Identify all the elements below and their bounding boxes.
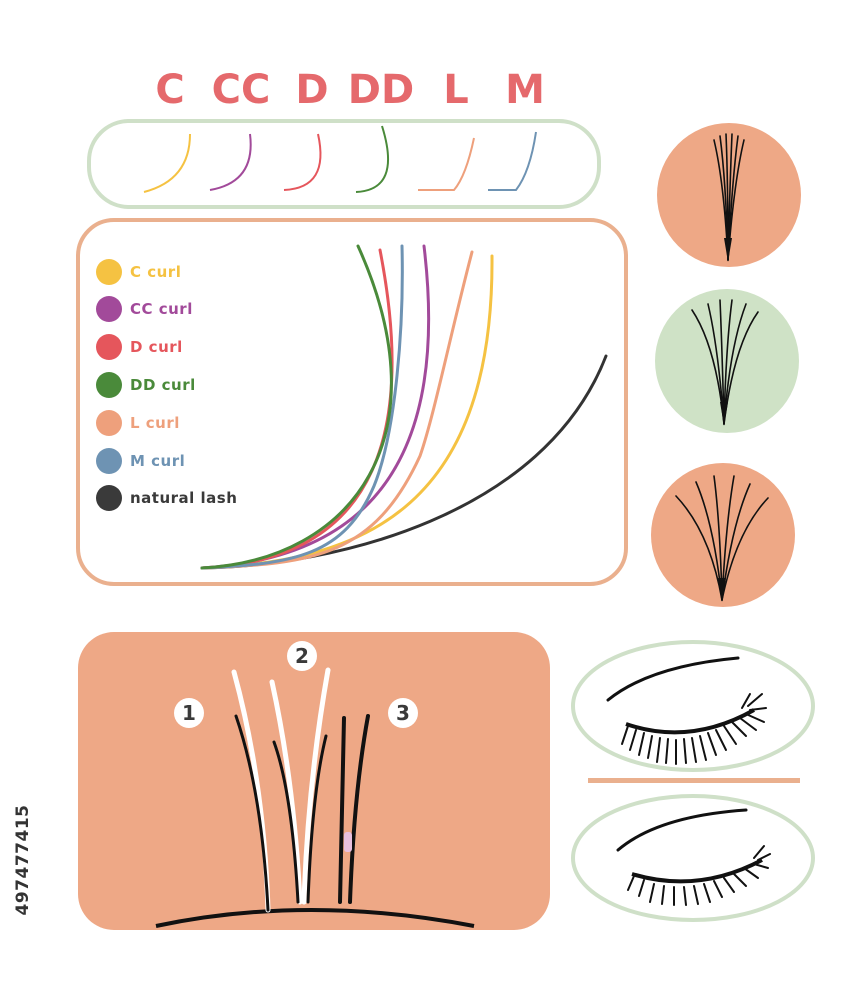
legend-label: D curl [130,338,183,356]
divider [588,778,800,783]
curl-title-c: C [150,62,190,118]
phase-number-3: 3 [388,698,418,728]
curl-title-cc: CC [208,62,274,118]
legend-dot [96,372,122,398]
legend-dot [96,296,122,322]
curl-title-d: D [292,62,332,118]
curl-title-m: M [500,62,550,118]
legend-label: C curl [130,263,181,281]
legend-item-dd: DD curl [96,370,196,400]
stock-id-text: 497477415 [13,805,33,916]
legend-dot [96,485,122,511]
legend-label: L curl [130,414,180,432]
legend-item-c: C curl [96,257,181,287]
legend-item-d: D curl [96,332,183,362]
legend-item-m: M curl [96,446,185,476]
legend-dot [96,259,122,285]
curl-samples-panel [86,118,602,210]
narrow-fan-circle [654,122,804,272]
legend-label: natural lash [130,489,237,507]
legend-dot [96,410,122,436]
legend-dot [96,334,122,360]
legend-label: M curl [130,452,185,470]
curl-title-l: L [436,62,476,118]
lash-growth-panel [78,632,550,932]
curl-title-dd: DD [346,62,416,118]
stock-id-watermark: 497477415 [8,770,38,950]
phase-number-2: 2 [287,641,317,671]
wide-fan-circle [650,462,800,612]
legend-item-cc: CC curl [96,294,193,324]
legend-label: CC curl [130,300,193,318]
legend-label: DD curl [130,376,196,394]
legend-item-natural: natural lash [96,483,237,513]
eye-sparse-lashes-oval [570,790,816,926]
legend-item-l: L curl [96,408,180,438]
medium-fan-circle [652,286,802,436]
phase-number-1: 1 [174,698,204,728]
legend-dot [96,448,122,474]
eye-full-lashes-oval [570,638,816,774]
